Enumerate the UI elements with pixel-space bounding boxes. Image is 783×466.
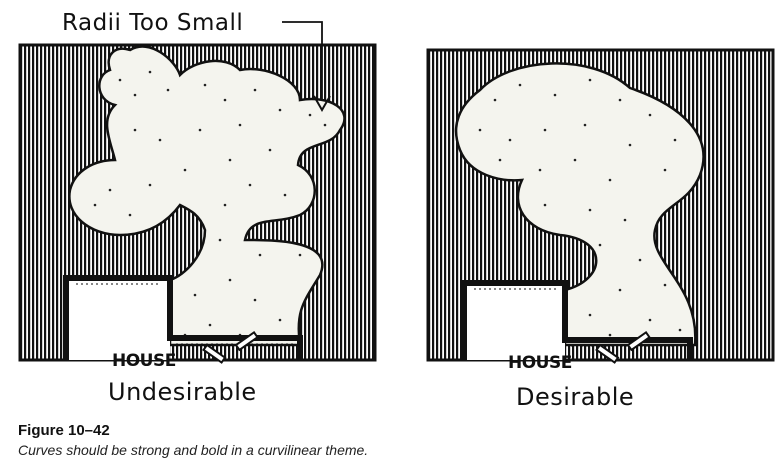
lawn-shape-wiggly	[68, 45, 346, 347]
annotation-radii: Radii Too Small	[62, 10, 331, 113]
house-doors	[202, 330, 259, 364]
panel-desirable: HOUSE Desirable	[426, 48, 775, 411]
lawn-shape-smooth	[454, 62, 705, 347]
panel-border	[426, 48, 775, 362]
lawn-stipple	[478, 78, 682, 337]
house-label: HOUSE	[508, 353, 572, 373]
verdict-label: Desirable	[516, 383, 634, 411]
annotation-arrow	[282, 21, 323, 100]
annotation-text: Radii Too Small	[62, 10, 243, 36]
arrow-head-icon	[313, 95, 331, 113]
verdict-label: Undesirable	[108, 378, 257, 406]
house-label: HOUSE	[112, 351, 176, 371]
panel-border	[18, 43, 377, 362]
house-footprint	[461, 280, 693, 360]
house-doors	[595, 330, 651, 364]
house-footprint	[63, 275, 303, 360]
figure-caption: Curves should be strong and bold in a cu…	[18, 442, 369, 458]
figure-number: Figure 10–42	[18, 422, 110, 439]
